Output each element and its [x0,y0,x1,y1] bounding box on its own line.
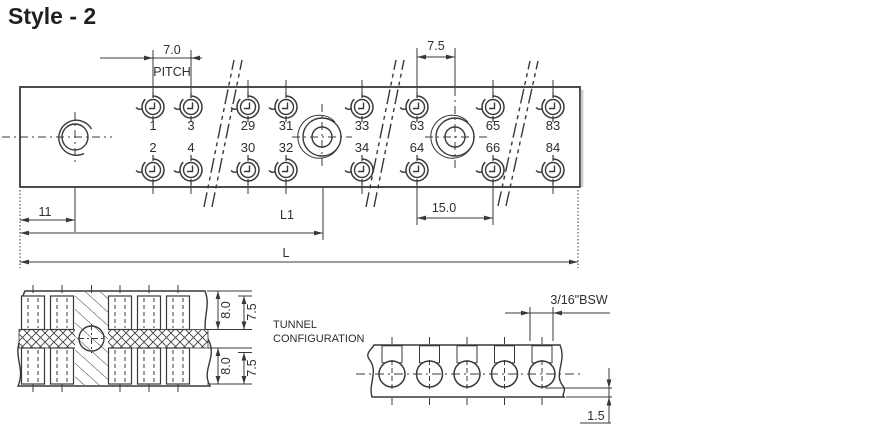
terminal-number: 31 [279,118,293,133]
dim-pitch-label: PITCH [153,65,191,79]
mounting-hole-ring [58,119,93,156]
terminal-number: 29 [241,118,255,133]
terminal-icon [230,154,260,186]
terminal-icon [535,154,565,186]
dim-thread: 3/16"BSW [505,293,610,341]
break-lines [203,59,539,208]
dim-tunnel-pitch: 7.5 [245,303,259,320]
mounting-holes [2,88,488,170]
terminal-icon [344,154,374,186]
dim-tunnel-bottom: 8.0 7.5 [207,347,259,385]
dim-tunnel-pitch: 7.5 [245,359,259,376]
terminal-number: 32 [279,140,293,155]
dim-tunnel-top: 8.0 7.5 [206,290,259,330]
plan-view: 1 3 29 31 33 63 65 83 2 4 30 32 34 64 66… [2,39,584,268]
dim-tunnel-height: 8.0 [219,357,233,374]
terminal-icons [135,91,565,186]
terminal-icon [475,154,505,186]
dim-hole-offset: 7.5 [416,39,456,86]
base-thickness-value: 1.5 [587,409,604,423]
terminal-number: 1 [149,118,156,133]
tunnel-config-label-2: CONFIGURATION [273,333,365,345]
dim-left-offset: 11 [19,188,76,268]
terminal-number: 4 [187,140,194,155]
dim-total-length: L [20,190,579,268]
terminal-icon [268,154,298,186]
page-title: Style - 2 [8,3,96,29]
mounting-hole-ring [297,114,338,159]
dim-tunnel-height: 8.0 [219,301,233,318]
centerline-ticks [391,337,543,405]
strip-edge-shadow [580,90,584,187]
dim-total-length-label: L [283,246,290,260]
terminal-number: 33 [355,118,369,133]
dim-hole-spacing-value: 15.0 [432,201,456,215]
terminal-number: 30 [241,140,255,155]
thread-size-label: 3/16"BSW [550,293,607,307]
terminal-number: 83 [546,118,560,133]
terminal-number: 2 [149,140,156,155]
dim-pitch-value: 7.0 [163,43,180,57]
mid-band-hatch [18,329,209,349]
dim-left-offset-value: 11 [39,205,52,219]
terminal-number: 84 [546,140,560,155]
tunnel-config-label-1: TUNNEL [273,319,317,331]
dim-base-thickness: 1.5 [545,368,612,424]
terminal-icon [399,154,429,186]
section-right: 3/16"BSW 1.5 [356,293,612,424]
terminal-numbers: 1 3 29 31 33 63 65 83 2 4 30 32 34 64 66… [149,118,560,155]
terminal-number: 63 [410,118,424,133]
terminal-number: 66 [486,140,500,155]
dim-l1-label: L1 [280,208,294,222]
terminal-number: 65 [486,118,500,133]
dim-hole-offset-value: 7.5 [427,39,444,53]
dim-hole-spacing: 15.0 [416,190,494,225]
terminal-icon [173,154,203,186]
centerline-ticks [32,285,179,392]
terminal-number: 34 [355,140,369,155]
dim-pitch: 7.0 PITCH [100,43,202,93]
section-right-body [367,344,566,398]
terminal-number: 3 [187,118,194,133]
bore-centerlines [391,360,543,389]
mounting-hole-ring [430,114,471,159]
dim-l1: L1 [20,188,324,240]
terminal-icon [135,154,165,186]
terminal-number: 64 [410,140,424,155]
section-left: 8.0 7.5 8.0 7.5 TUNNEL CONFIGURATION [16,285,365,392]
